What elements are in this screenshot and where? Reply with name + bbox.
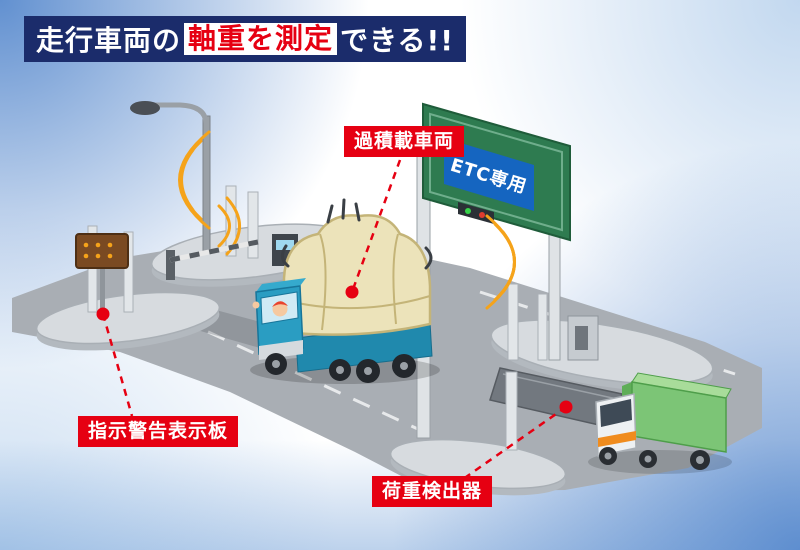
driver xyxy=(252,301,288,317)
island-pillar xyxy=(123,231,134,313)
island-pillar xyxy=(247,191,259,259)
label-overloaded-vehicle: 過積載車両 xyxy=(344,126,465,157)
page-title: 走行車両の 軸重を測定 できる!! xyxy=(24,16,467,62)
shake-marks-icon xyxy=(281,198,433,270)
annotation-dot-detector xyxy=(559,400,573,414)
radio-waves-gantry-icon xyxy=(485,214,516,310)
island-pillar xyxy=(507,283,519,361)
overloaded-truck xyxy=(250,198,440,384)
island-pillar xyxy=(225,185,237,257)
green-truck xyxy=(588,372,732,474)
island-pillar xyxy=(537,293,548,361)
label-warning-display-board: 指示警告表示板 xyxy=(78,416,239,447)
truck-cab-roof xyxy=(256,278,306,292)
annotation-line-warning xyxy=(101,313,134,417)
toll-island-left xyxy=(35,291,221,351)
warning-sign-board-graphic xyxy=(75,233,129,312)
title-highlight: 軸重を測定 xyxy=(184,22,338,56)
annotation-connectors xyxy=(101,159,567,479)
annotation-dot-warning xyxy=(96,307,110,321)
annotation-line-overloaded xyxy=(350,159,402,293)
annotation-dot-overloaded xyxy=(345,285,359,299)
gantry-sign-border xyxy=(429,112,563,232)
equipment-cabinet xyxy=(567,315,599,361)
title-suffix: できる!! xyxy=(340,24,455,57)
title-prefix: 走行車両の xyxy=(36,24,182,57)
signal-lights xyxy=(458,202,494,224)
etc-sign-panel xyxy=(444,138,534,211)
island-pillar xyxy=(505,371,518,451)
barrier-gate xyxy=(166,239,259,280)
street-lamp xyxy=(130,101,211,255)
label-load-detector: 荷重検出器 xyxy=(372,476,493,507)
